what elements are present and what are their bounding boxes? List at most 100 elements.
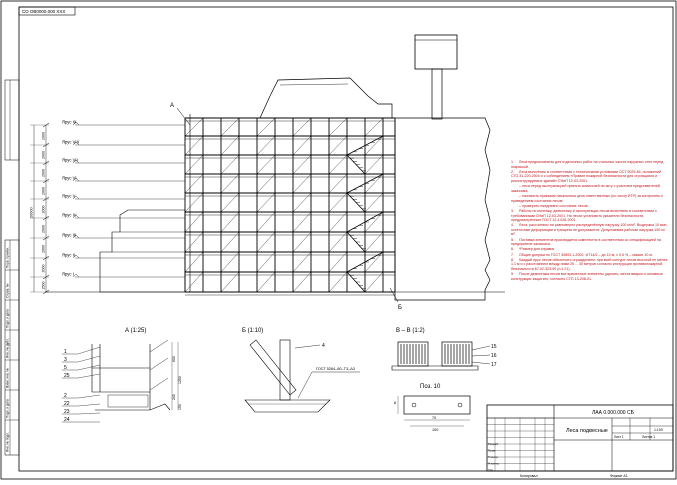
stamp-row-label: Т.контр.	[488, 455, 499, 459]
scaffold-brace	[292, 135, 312, 156]
view-b-num-4: 4	[322, 343, 325, 349]
view-vv-num-16: 16	[491, 353, 497, 359]
note-item: – назначить приказом начальника цеха отв…	[511, 194, 669, 203]
note-text: Леса, рассчитаны на равномерно распредел…	[511, 223, 668, 237]
tier-label: Ярус IV	[62, 213, 77, 218]
scaffold-brace	[184, 173, 204, 194]
dim-tier-height: 2000	[42, 169, 46, 177]
note-text: – назначить приказом начальника цеха отв…	[511, 193, 663, 203]
strip-label-5: Взам. инв. №	[6, 368, 10, 388]
note-text: Леса выполнять в соответствии с техничес…	[511, 169, 661, 183]
scaffold-brace	[220, 135, 240, 156]
scaffold-brace	[184, 154, 204, 175]
note-item: 7.Общие допуски по ГОСТ 30893.1-2002: ±I…	[511, 253, 669, 258]
scaffold-brace	[220, 211, 240, 233]
note-number: 3.	[511, 208, 514, 213]
scaffold-brace	[256, 251, 276, 273]
note-number: 1.	[511, 160, 514, 164]
note-text: Поставка элементов производится комплект…	[511, 237, 661, 247]
dim-tier-height: 2000	[42, 132, 46, 140]
view-a-position: 22	[64, 401, 70, 407]
view-a-position: 1	[64, 349, 67, 355]
tier-marker	[72, 234, 80, 239]
leader-line	[77, 394, 101, 399]
dim-total-height: 20000	[30, 207, 34, 218]
poz-dim-2: 100	[432, 428, 438, 432]
note-text: *Размер для справок.	[519, 247, 556, 252]
dim-tier-height: 2000	[42, 245, 46, 253]
tier-label: Ярус IX	[62, 120, 77, 125]
sheets-count: Листов 1	[642, 435, 655, 439]
strip-label-3: Подп. и дата	[6, 309, 10, 328]
dim-tier-height: 2000	[42, 225, 46, 233]
note-number: 2.	[511, 169, 514, 174]
scaffold-brace	[256, 211, 276, 233]
view-a-position: 25	[64, 373, 70, 379]
dim-tier-height: 2000	[42, 265, 46, 273]
scaffold-brace	[220, 154, 240, 175]
stamp-row-label: Н.контр.	[488, 462, 500, 466]
left-strip-upper	[4, 79, 20, 161]
view-vv-num-15: 15	[491, 344, 497, 350]
scaffold-brace	[328, 154, 348, 175]
scaffold-brace	[184, 192, 204, 213]
scaffold-brace	[184, 117, 204, 137]
tier-label: Ярус VI	[62, 176, 77, 181]
dim-tier-height: 2000	[42, 151, 46, 159]
leader-line	[77, 355, 101, 363]
scaffold-brace	[256, 154, 276, 175]
tier-marker	[72, 254, 80, 259]
view-a-position: 23	[64, 409, 70, 415]
scale-label: 1:100	[654, 428, 663, 432]
title-block: Разраб.Пров.Т.контр.Н.контр.Утв. ЛАА 0.0…	[486, 404, 674, 478]
strip-label-2: Справ. №	[6, 283, 10, 298]
scaffold-brace	[256, 173, 276, 194]
scaffold-brace	[220, 117, 240, 137]
dim-tier-height: 2000	[42, 206, 46, 214]
height-dimension-chain: 2000200020002000200020002000200025002000…	[30, 122, 50, 295]
scaffold-brace	[328, 192, 348, 213]
note-item: 2.Леса выполнять в соответствии с технич…	[511, 170, 669, 184]
tier-label: Ярус VII	[62, 158, 78, 163]
view-b: Б (1:10) 4 ГОСТ 5264–80–Т3–Δ3	[242, 328, 360, 413]
view-a-position: 24	[64, 417, 70, 423]
tower-shaft	[431, 68, 443, 120]
note-text: Леса предназначены для отделочных работ …	[511, 160, 664, 169]
callout-a-leader	[176, 107, 191, 126]
leader-line	[77, 373, 101, 379]
view-a-position: 3	[64, 357, 67, 363]
note-item: 9.После демонтажа лесов все временные эл…	[511, 272, 669, 281]
note-item: 5.Поставка элементов производится компле…	[511, 238, 669, 247]
note-item: 3.Работы по монтажу, демонтажу и эксплуа…	[511, 209, 669, 223]
poz-dim-3: 8	[394, 401, 396, 405]
note-text: – леса перед эксплуатацией принять комис…	[511, 184, 660, 193]
scaffold-brace	[256, 135, 276, 156]
tier-label: Ярус III	[62, 233, 76, 238]
view-a-dim-2: 1250	[178, 376, 182, 384]
view-a-position: 5	[64, 365, 67, 371]
note-item: 4.Леса, рассчитаны на равномерно распред…	[511, 223, 669, 237]
scaffold-frame	[184, 114, 396, 296]
left-annex	[99, 209, 186, 293]
scaffold-brace	[220, 271, 240, 293]
note-number: 8.	[511, 257, 514, 262]
code-box	[18, 6, 76, 16]
strip-label-6: Подп. и дата	[6, 399, 10, 418]
view-vv-hatching	[400, 344, 470, 364]
sheet-number: Лист 1	[614, 435, 624, 439]
note-number: 4.	[511, 223, 514, 228]
callout-a-label: А	[170, 103, 174, 109]
view-a-position: 2	[64, 393, 67, 399]
note-text: После демонтажа лесов все временные элем…	[511, 272, 663, 281]
leader-line	[77, 346, 101, 355]
scaffold-brace	[328, 173, 348, 194]
note-number: 9.	[511, 272, 514, 277]
strip-label-4: Инв. № дубл.	[6, 338, 10, 358]
strip-label-7: Инв. № подл.	[6, 432, 10, 452]
note-text: Каждый ярус лесов обеспечить ограждением…	[511, 257, 668, 271]
